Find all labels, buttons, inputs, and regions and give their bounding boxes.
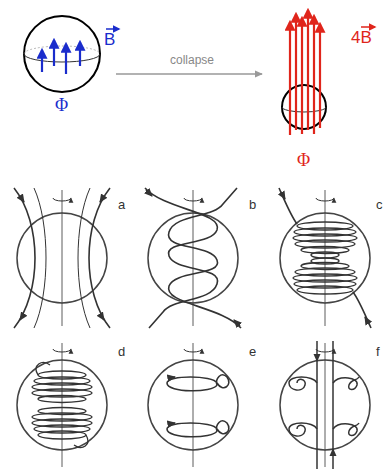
panel-letter: d (118, 345, 125, 359)
collapse-arrow (116, 73, 262, 75)
vector-arrow (106, 28, 119, 30)
panel-d (17, 343, 107, 467)
panel-letter: c (376, 198, 383, 212)
panel-f (280, 341, 370, 469)
panel-letter: a (118, 198, 125, 212)
flux-label: Φ (55, 96, 68, 116)
process-label: collapse (170, 54, 214, 67)
field-arrows-blue (42, 40, 80, 74)
panel-a (14, 188, 110, 328)
panel-letter: f (376, 345, 380, 359)
panel-letter: b (249, 198, 256, 212)
vector-arrow (361, 26, 375, 28)
panel-c (279, 188, 371, 328)
panel-letter: e (249, 345, 256, 359)
vector-label: B (104, 31, 115, 50)
sphere-before (24, 16, 100, 92)
panel-e (148, 343, 238, 467)
panel-b (145, 188, 241, 328)
flux-label: Φ (297, 151, 310, 171)
vector-label: 4B (351, 29, 372, 48)
field-arrows-red (290, 10, 320, 135)
